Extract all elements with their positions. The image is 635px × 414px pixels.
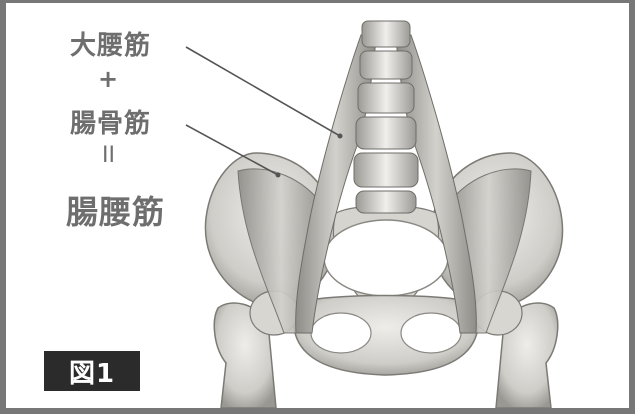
left-obturator-foramen (311, 313, 371, 353)
label-equals: II (102, 143, 115, 168)
label-plus: + (98, 65, 118, 93)
pelvic-inlet (324, 220, 448, 296)
figure-number-badge: 図1 (44, 351, 140, 391)
label-iliopsoas: 腸腰筋 (66, 187, 165, 233)
right-obturator-foramen (401, 313, 461, 353)
psoas-leader-line (186, 47, 340, 136)
label-iliacus: 腸骨筋 (70, 103, 151, 140)
label-psoas-major: 大腰筋 (70, 25, 151, 62)
